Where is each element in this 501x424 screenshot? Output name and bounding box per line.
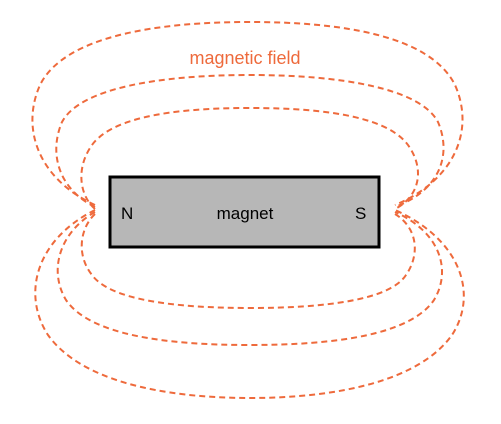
- field-line-middle-top: [55, 73, 445, 208]
- magnetic-field-label: magnetic field: [189, 48, 300, 68]
- field-line-outer-top: [31, 20, 464, 206]
- south-pole-label: S: [355, 204, 366, 223]
- north-pole-label: N: [121, 204, 133, 223]
- magnet-label: magnet: [217, 204, 274, 223]
- field-line-inner-top: [80, 106, 419, 210]
- magnet-body: [108, 175, 381, 249]
- field-lines: [31, 20, 465, 400]
- field-line-inner-bottom: [80, 213, 416, 310]
- field-line-outer-bottom: [34, 209, 465, 400]
